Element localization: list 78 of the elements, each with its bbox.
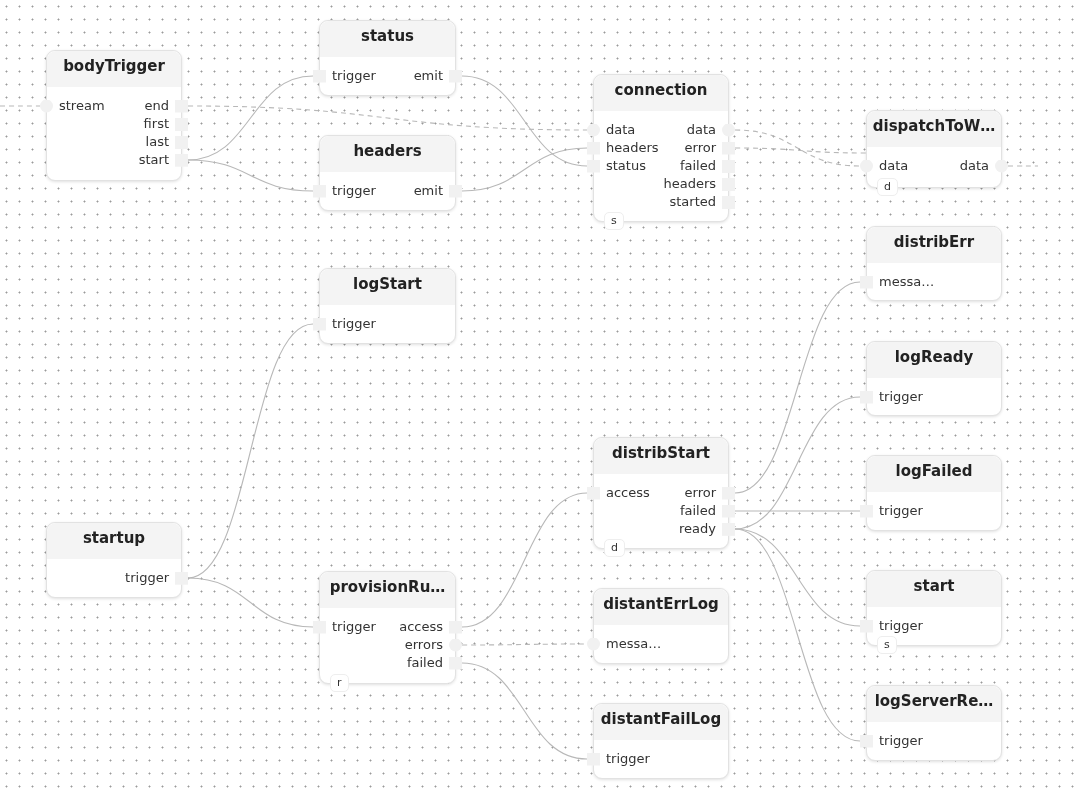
tag-label: s: [604, 212, 624, 230]
input-port: trigger: [860, 617, 923, 635]
node-title: bodyTrigger: [47, 51, 181, 87]
input-port: headers: [587, 139, 659, 157]
dashed-connector: [995, 159, 1039, 173]
output-port: last: [145, 133, 188, 151]
tag-label: d: [877, 178, 898, 196]
dashed-connector: [0, 99, 53, 113]
output-port: emit: [413, 182, 462, 200]
node-title: logFailed: [867, 456, 1001, 492]
node-title: provisionRu…: [320, 572, 455, 608]
output-port: failed: [679, 502, 735, 520]
output-port: error: [684, 484, 735, 502]
output-port: ready: [679, 520, 735, 538]
node-title: logServerRe…: [867, 686, 1001, 722]
dashed-connector: [174, 99, 600, 137]
node-card: [593, 588, 729, 664]
node-card: [319, 20, 456, 96]
node-title: logStart: [320, 269, 455, 305]
dashed-connector: [721, 141, 867, 155]
node-card: [866, 226, 1002, 301]
input-port: data: [587, 121, 636, 139]
node-title: distribStart: [594, 438, 728, 474]
dashed-connector: [449, 637, 600, 652]
input-port: data: [860, 157, 909, 175]
tag-label: d: [604, 539, 625, 557]
node-title: dispatchToW…: [867, 111, 1001, 147]
node-title: distantErrLog: [594, 589, 728, 625]
node-title: status: [320, 21, 455, 57]
input-port: trigger: [860, 732, 923, 750]
output-port: start: [138, 151, 188, 169]
connector: [448, 67, 601, 175]
output-port: access: [399, 618, 462, 636]
node-title: distribErr: [867, 227, 1001, 263]
node-title: distantFailLog: [594, 704, 728, 740]
output-port: end: [144, 97, 188, 115]
connector: [448, 140, 601, 199]
input-port: trigger: [860, 388, 923, 406]
output-port: trigger: [125, 569, 188, 587]
node-card: [866, 685, 1002, 761]
output-port: first: [143, 115, 188, 133]
node-card: [866, 455, 1002, 531]
output-port: failed: [406, 654, 462, 672]
input-port: trigger: [313, 182, 376, 200]
output-port: data: [959, 157, 1008, 175]
output-port: data: [686, 121, 735, 139]
input-port: status: [587, 157, 646, 175]
node-title: headers: [320, 136, 455, 172]
node-card: [593, 703, 729, 779]
output-port: errors: [404, 636, 462, 654]
connector: [448, 484, 601, 636]
node-card: [319, 135, 456, 211]
connector: [722, 504, 873, 518]
output-port: error: [684, 139, 735, 157]
input-port: trigger: [313, 315, 376, 333]
input-port: trigger: [313, 618, 376, 636]
dashed-connector: [722, 123, 873, 173]
node-card: [319, 268, 456, 344]
input-port: messa…: [860, 273, 935, 291]
node-title: logReady: [867, 342, 1001, 378]
node-title: connection: [594, 75, 728, 111]
tag-label: s: [877, 636, 897, 654]
node-title: start: [867, 571, 1001, 607]
output-port: started: [669, 193, 735, 211]
output-port: emit: [413, 67, 462, 85]
output-port: headers: [663, 175, 735, 193]
node-card: [866, 341, 1002, 416]
output-port: failed: [679, 157, 735, 175]
input-port: messa…: [587, 635, 662, 653]
tag-label: r: [330, 674, 349, 692]
input-port: trigger: [587, 750, 650, 768]
input-port: access: [587, 484, 650, 502]
node-card: [46, 522, 182, 598]
connector: [448, 654, 601, 768]
input-port: trigger: [313, 67, 376, 85]
input-port: stream: [40, 97, 105, 115]
input-port: trigger: [860, 502, 923, 520]
node-title: startup: [47, 523, 181, 559]
